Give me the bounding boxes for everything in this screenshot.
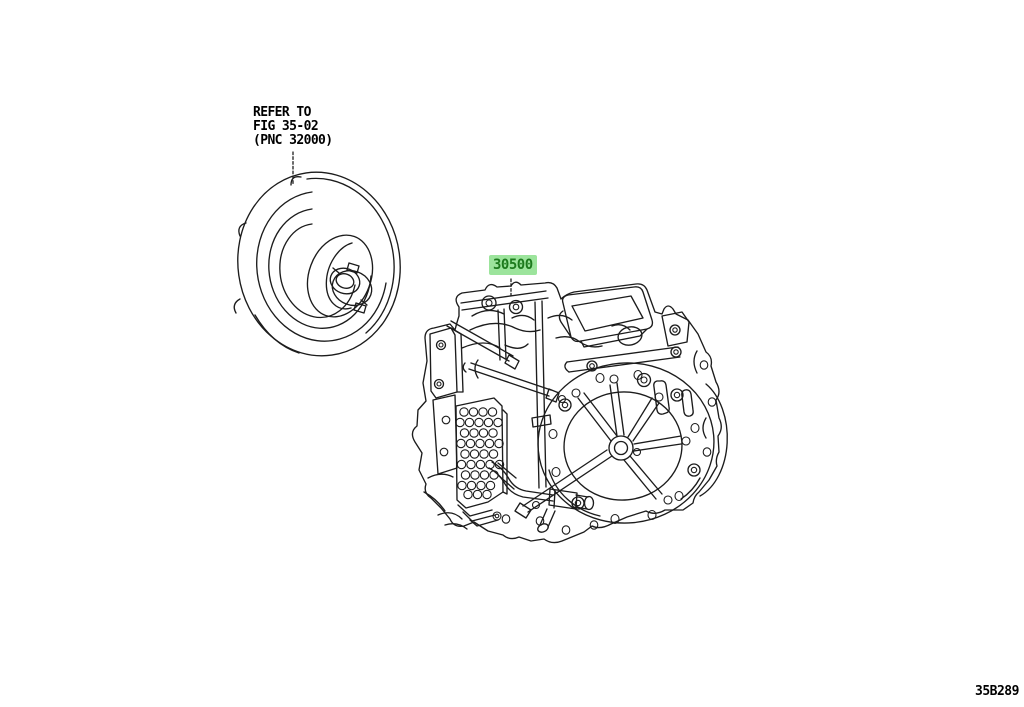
- converter-inner-ring: [306, 234, 374, 318]
- torque-converter-drawing: [233, 171, 401, 357]
- refer-note-line-1: REFER TO: [253, 105, 311, 120]
- bolt-hole: [508, 299, 524, 315]
- mid-bar: [564, 346, 694, 417]
- converter-rim-arc: [306, 177, 395, 334]
- figure-code: 35B289: [975, 684, 1019, 699]
- mount-bracket: [429, 327, 464, 475]
- breather-dome: [617, 326, 643, 346]
- converter-spiral-arc: [256, 191, 387, 342]
- cooler-grid: [455, 397, 517, 527]
- bolt-hole: [481, 295, 497, 311]
- spoke-rods: [514, 374, 691, 519]
- refer-note: REFER TO FIG 35-02 (PNC 32000): [253, 106, 333, 148]
- bell-housing: [537, 362, 728, 524]
- output-hub: [608, 435, 634, 461]
- converter-outer-shell: [237, 171, 401, 357]
- leader-lines: [292, 151, 512, 298]
- converter-lugs: [233, 176, 302, 314]
- casting-lines: [423, 309, 707, 530]
- refer-note-line-2: FIG 35-02: [253, 119, 319, 134]
- linkage-rods: [446, 320, 567, 404]
- transaxle-drawing: [411, 281, 728, 544]
- refer-note-line-3: (PNC 32000): [253, 133, 333, 148]
- oil-pipes: [488, 461, 595, 533]
- part-number-label[interactable]: 30500: [489, 255, 537, 275]
- transaxle-outline: [411, 281, 722, 544]
- chevron-ribs: [457, 504, 493, 517]
- right-flange-arc: [699, 383, 728, 497]
- bolt-ring: [501, 360, 717, 535]
- top-right-bracket: [661, 311, 690, 347]
- converter-hub: [329, 262, 373, 314]
- vertical-tube: [497, 300, 552, 489]
